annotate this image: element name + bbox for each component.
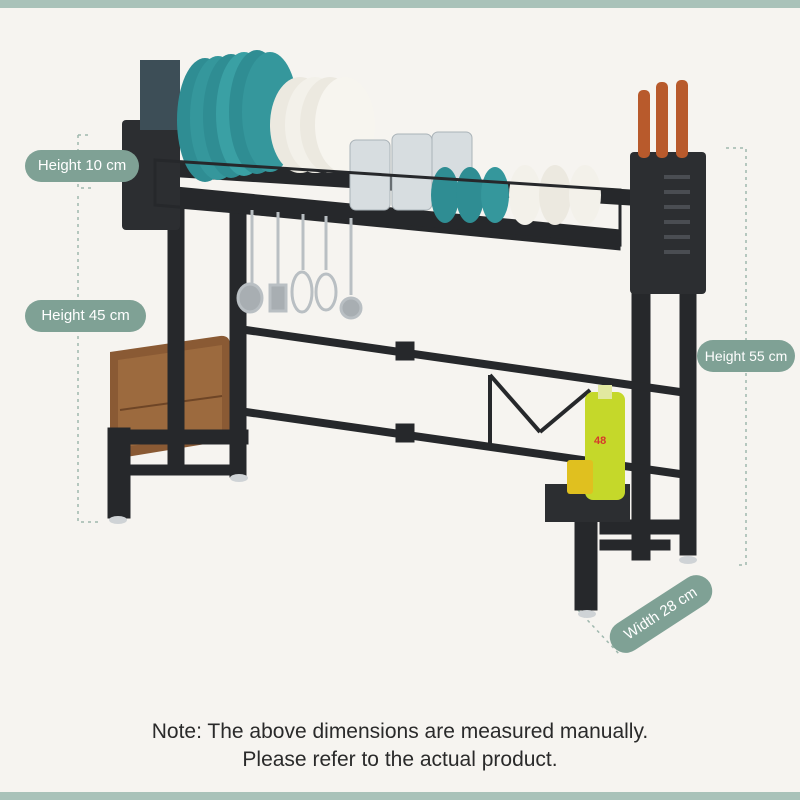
knife-holder xyxy=(630,80,706,294)
height-55-label: Height 55 cm xyxy=(697,340,795,372)
top-band xyxy=(0,0,800,8)
dish-rack-photo: 48 xyxy=(77,50,747,656)
height-45-label: Height 45 cm xyxy=(25,300,146,332)
note-line-1: Note: The above dimensions are measured … xyxy=(151,720,649,743)
note-line-2: Please refer to the actual product. xyxy=(242,748,558,771)
sponge-basket: 48 xyxy=(545,385,630,522)
bottom-band xyxy=(0,792,800,800)
wire-basket xyxy=(153,158,622,247)
height-10-label: Height 10 cm xyxy=(25,150,139,182)
bottle-label: 48 xyxy=(594,435,606,447)
left-utensil-holder xyxy=(122,60,180,230)
rack-feet xyxy=(109,474,697,618)
hanging-utensils xyxy=(236,210,363,320)
measurement-note: Note: The above dimensions are measured … xyxy=(0,718,800,774)
